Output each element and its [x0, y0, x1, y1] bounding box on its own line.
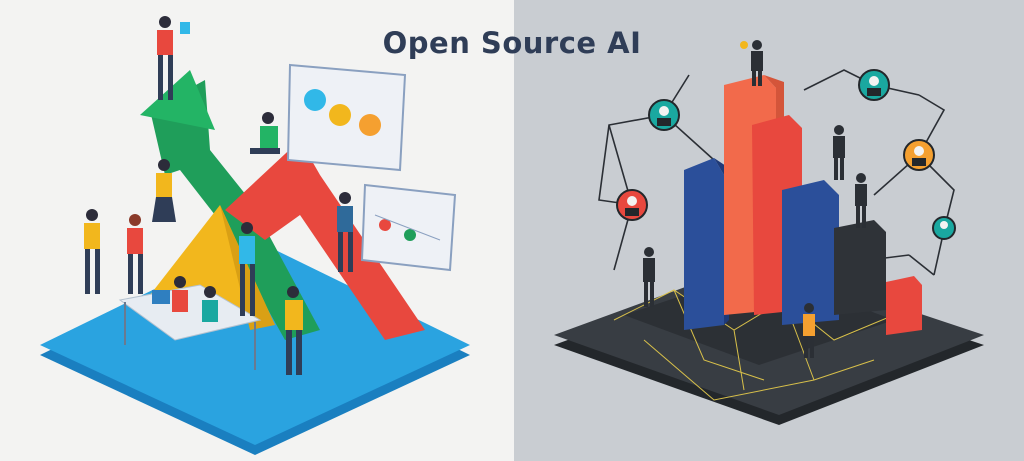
gold-network-lines [613, 289, 895, 401]
network-bars-illustration [554, 40, 984, 425]
person-on-arrow-top [157, 16, 190, 100]
desk [118, 284, 262, 370]
avatar-node-left-mid [616, 189, 648, 221]
network-people [643, 40, 867, 358]
bar-dark [834, 220, 886, 315]
page-title: Open Source AI [382, 26, 642, 60]
avatar-node-right-orange [903, 139, 935, 171]
avatar-node-right-small [932, 216, 956, 240]
person-left-red [127, 214, 143, 294]
avatar-node-left-top [648, 99, 680, 131]
person-yellow-front [285, 286, 303, 375]
info-screen-bottom [360, 183, 457, 272]
person-sitting-on-arrow [250, 112, 280, 154]
network-lines [598, 69, 955, 276]
avatar-node-top-right [858, 69, 890, 101]
people-at-desk [172, 276, 218, 322]
left-illustration-panel [40, 16, 470, 455]
person-cheering-right [337, 192, 353, 272]
info-screen-top [286, 63, 407, 172]
red-arrow [225, 140, 425, 340]
right-illustration-panel [514, 0, 1024, 461]
yellow-triangle-shade [220, 205, 275, 330]
bar-blue-left [684, 158, 729, 330]
person-woman-center [152, 159, 176, 222]
person-blue-center [239, 222, 255, 316]
green-arrow-head [140, 70, 215, 130]
lightbulb-icon [740, 41, 748, 49]
team-growth-illustration [40, 16, 470, 455]
bar-red-small [886, 276, 922, 335]
bar-blue-right [782, 180, 839, 325]
person-left-yellow [84, 209, 100, 294]
